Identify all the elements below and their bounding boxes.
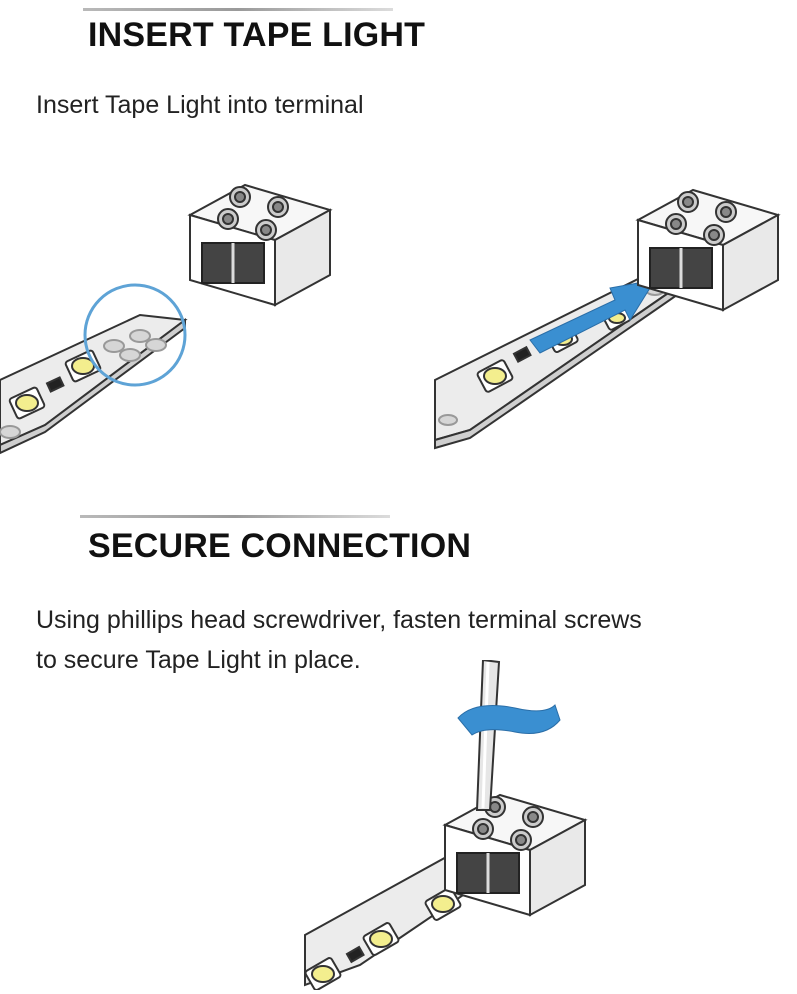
- rotation-arrow: [457, 704, 561, 736]
- insert-arrow: [529, 279, 657, 354]
- heading-insert-tape-light: INSERT TAPE LIGHT: [88, 16, 426, 54]
- terminal-block: [442, 793, 588, 917]
- heading-secure-connection: SECURE CONNECTION: [88, 527, 472, 565]
- highlight-circle: [83, 283, 187, 387]
- illustration-inserting: [434, 188, 781, 450]
- instruction-insert: Insert Tape Light into terminal: [36, 91, 364, 119]
- instruction-secure-line2: to secure Tape Light in place.: [36, 646, 361, 674]
- illustration-fastening: [304, 660, 588, 990]
- section-divider-1: [83, 8, 393, 11]
- terminal-block: [187, 183, 333, 307]
- tape-light-strip: [434, 266, 693, 450]
- screwdriver: [475, 660, 501, 811]
- tape-light-strip: [0, 313, 188, 455]
- instruction-secure-line1: Using phillips head screwdriver, fasten …: [36, 606, 642, 634]
- illustration-before-insert: [0, 183, 333, 455]
- terminal-block: [635, 188, 781, 312]
- section-divider-2: [80, 515, 390, 518]
